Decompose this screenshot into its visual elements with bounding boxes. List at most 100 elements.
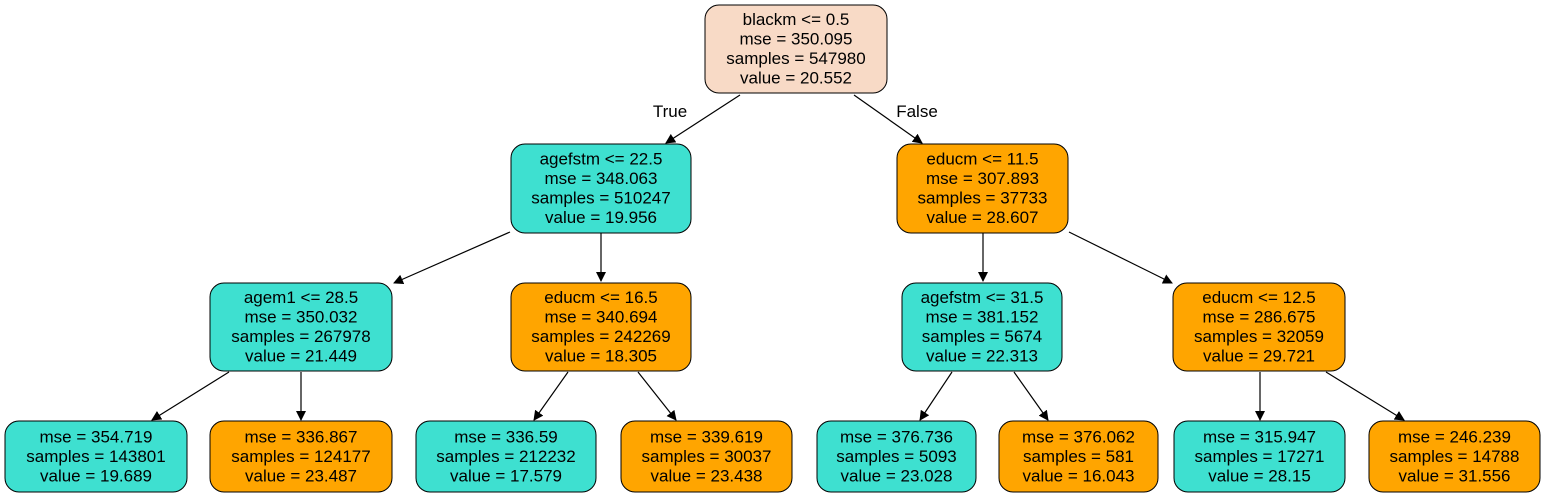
node-text-line: samples = 581 <box>1023 447 1134 466</box>
edge-n3-n7 <box>151 371 230 421</box>
node-box <box>1173 420 1346 493</box>
node-text-line: mse = 376.062 <box>1022 427 1135 446</box>
node-text-line: mse = 336.59 <box>454 427 558 446</box>
node-text-line: value = 23.487 <box>245 466 357 485</box>
node-text-line: samples = 267978 <box>231 327 370 346</box>
node-box <box>896 143 1069 234</box>
edge-n5-n11 <box>919 371 953 421</box>
node-text-line: samples = 510247 <box>531 189 670 208</box>
node-text-line: educm <= 11.5 <box>926 150 1038 169</box>
node-text-line: value = 23.028 <box>840 466 952 485</box>
node-text-line: value = 19.956 <box>545 208 657 227</box>
node-text-line: blackm <= 0.5 <box>743 10 850 29</box>
node-text-line: value = 28.15 <box>1208 466 1311 485</box>
node-box <box>620 420 793 493</box>
node-text-line: value = 22.313 <box>926 347 1038 366</box>
edge-arrow <box>1013 371 1049 421</box>
node-text-line: samples = 5674 <box>922 327 1043 346</box>
edge-n0-n1: True <box>653 94 741 144</box>
node-text-line: samples = 124177 <box>231 447 370 466</box>
node-text-line: educm <= 12.5 <box>1202 288 1315 307</box>
edge-n4-n10 <box>637 371 677 421</box>
edge-arrow <box>637 371 677 421</box>
edge-arrow <box>151 371 230 421</box>
node-text-line: samples = 32059 <box>1194 327 1324 346</box>
node-box <box>4 420 188 493</box>
node-text-line: samples = 14788 <box>1390 447 1520 466</box>
node-box <box>510 282 692 372</box>
edge-arrow <box>1068 231 1173 284</box>
node-box <box>1172 282 1346 372</box>
node-text-line: samples = 143801 <box>26 447 165 466</box>
edge-n5-n12 <box>1013 371 1049 421</box>
edge-arrow <box>665 94 741 144</box>
edge-label-false: False <box>896 102 938 121</box>
edge-arrow <box>1325 371 1405 421</box>
node-text-line: value = 31.556 <box>1398 466 1510 485</box>
node-text-line: mse = 307.893 <box>926 169 1039 188</box>
edge-n2-n6 <box>1068 231 1173 284</box>
edges-layer: True False <box>151 94 1405 421</box>
node-text-line: mse = 350.032 <box>245 308 358 327</box>
node-box <box>209 282 393 372</box>
edge-arrow <box>393 231 511 284</box>
node-text-line: mse = 354.719 <box>40 427 153 446</box>
edge-arrow <box>919 371 953 421</box>
node-box <box>415 420 597 493</box>
node-text-line: agefstm <= 31.5 <box>921 288 1044 307</box>
node-text-line: samples = 30037 <box>642 447 772 466</box>
edge-label-true: True <box>653 102 687 121</box>
node-text-line: mse = 246.239 <box>1398 427 1511 446</box>
node-text-line: value = 29.721 <box>1203 347 1315 366</box>
node-text-line: value = 19.689 <box>40 466 152 485</box>
node-text-line: educm <= 16.5 <box>544 288 657 307</box>
node-text-line: mse = 376.736 <box>840 427 953 446</box>
node-box <box>998 420 1159 493</box>
edge-arrow <box>533 371 569 421</box>
node-box <box>510 143 692 234</box>
edge-n6-n14 <box>1325 371 1405 421</box>
node-box <box>901 282 1063 372</box>
edge-n4-n9 <box>533 371 569 421</box>
node-text-line: samples = 5093 <box>836 447 957 466</box>
node-text-line: mse = 339.619 <box>650 427 763 446</box>
node-text-line: samples = 17271 <box>1195 447 1325 466</box>
node-text-line: mse = 336.867 <box>245 427 358 446</box>
node-text-line: mse = 348.063 <box>545 169 658 188</box>
node-text-line: value = 23.438 <box>650 466 762 485</box>
node-box <box>704 4 888 94</box>
node-text-line: value = 28.607 <box>926 208 1038 227</box>
node-box <box>816 420 977 493</box>
edge-n0-n2: False <box>853 94 938 144</box>
node-text-line: mse = 340.694 <box>545 308 658 327</box>
node-text-line: samples = 37733 <box>918 189 1048 208</box>
edge-n1-n3 <box>393 231 511 284</box>
node-text-line: value = 16.043 <box>1022 466 1134 485</box>
node-text-line: value = 21.449 <box>245 347 357 366</box>
node-box <box>1368 420 1541 493</box>
node-text-line: value = 18.305 <box>545 347 657 366</box>
node-text-line: mse = 286.675 <box>1203 308 1316 327</box>
node-text-line: value = 20.552 <box>740 69 852 88</box>
node-text-line: samples = 547980 <box>726 49 865 68</box>
node-text-line: mse = 350.095 <box>740 30 853 49</box>
node-text-line: mse = 315.947 <box>1203 427 1316 446</box>
node-text-line: value = 17.579 <box>450 466 562 485</box>
edge-arrow <box>853 94 923 144</box>
